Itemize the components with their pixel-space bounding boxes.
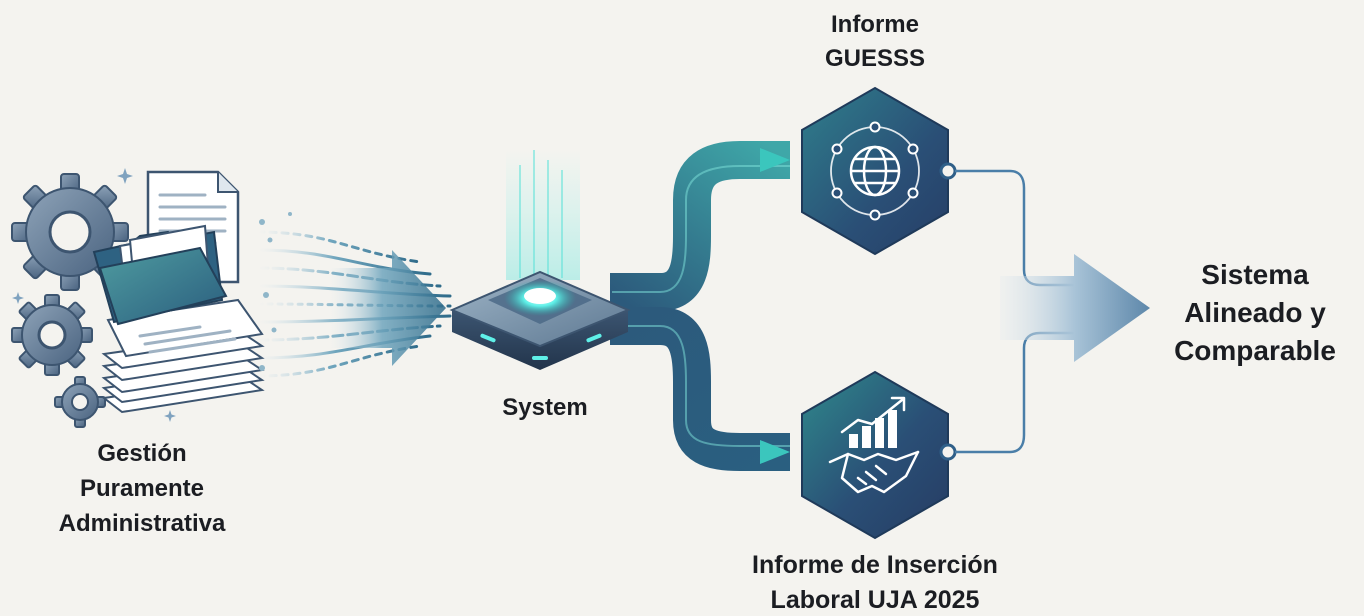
arrow-right-icon [330,250,446,366]
sparkle-decoration [12,168,176,422]
source-label-line: Puramente [79,475,205,502]
system-label: System [502,394,588,421]
source-label-line: Gestión [97,440,187,467]
report-insercion-label: Informe de Inserción Laboral UJA 2025 [690,548,1060,616]
report-guesss-label-line: Informe [830,11,919,38]
result-label: Sistema Alineado y Comparable [1150,256,1360,370]
report-insercion-label-line: Laboral UJA 2025 [770,586,980,614]
report-guesss-label-line: GUESSS [824,45,926,72]
gear-icon [11,294,93,376]
result-label-line: Sistema [1201,259,1309,290]
source-illustration [11,168,265,428]
report-guesss-label: Informe GUESSS [780,8,970,76]
report-insercion-label-line: Informe de Inserción [752,551,998,579]
gear-icon [54,376,106,428]
server-device-icon [449,150,631,370]
report-guesss-node [801,86,957,256]
result-label-line: Comparable [1174,335,1336,366]
connector-pipe-bottom [610,307,790,471]
report-insercion-node [801,370,957,540]
source-label: Gestión Puramente Administrativa [22,436,262,541]
arrow-right-icon [1000,254,1150,362]
globe-network-icon [830,121,920,221]
result-label-line: Alineado y [1184,297,1326,328]
connector-pipe-top [610,141,790,311]
handshake-chart-icon [828,396,920,494]
paper-stack-icon [101,298,265,414]
folder-icon [92,224,228,326]
source-label-line: Administrativa [58,510,226,537]
